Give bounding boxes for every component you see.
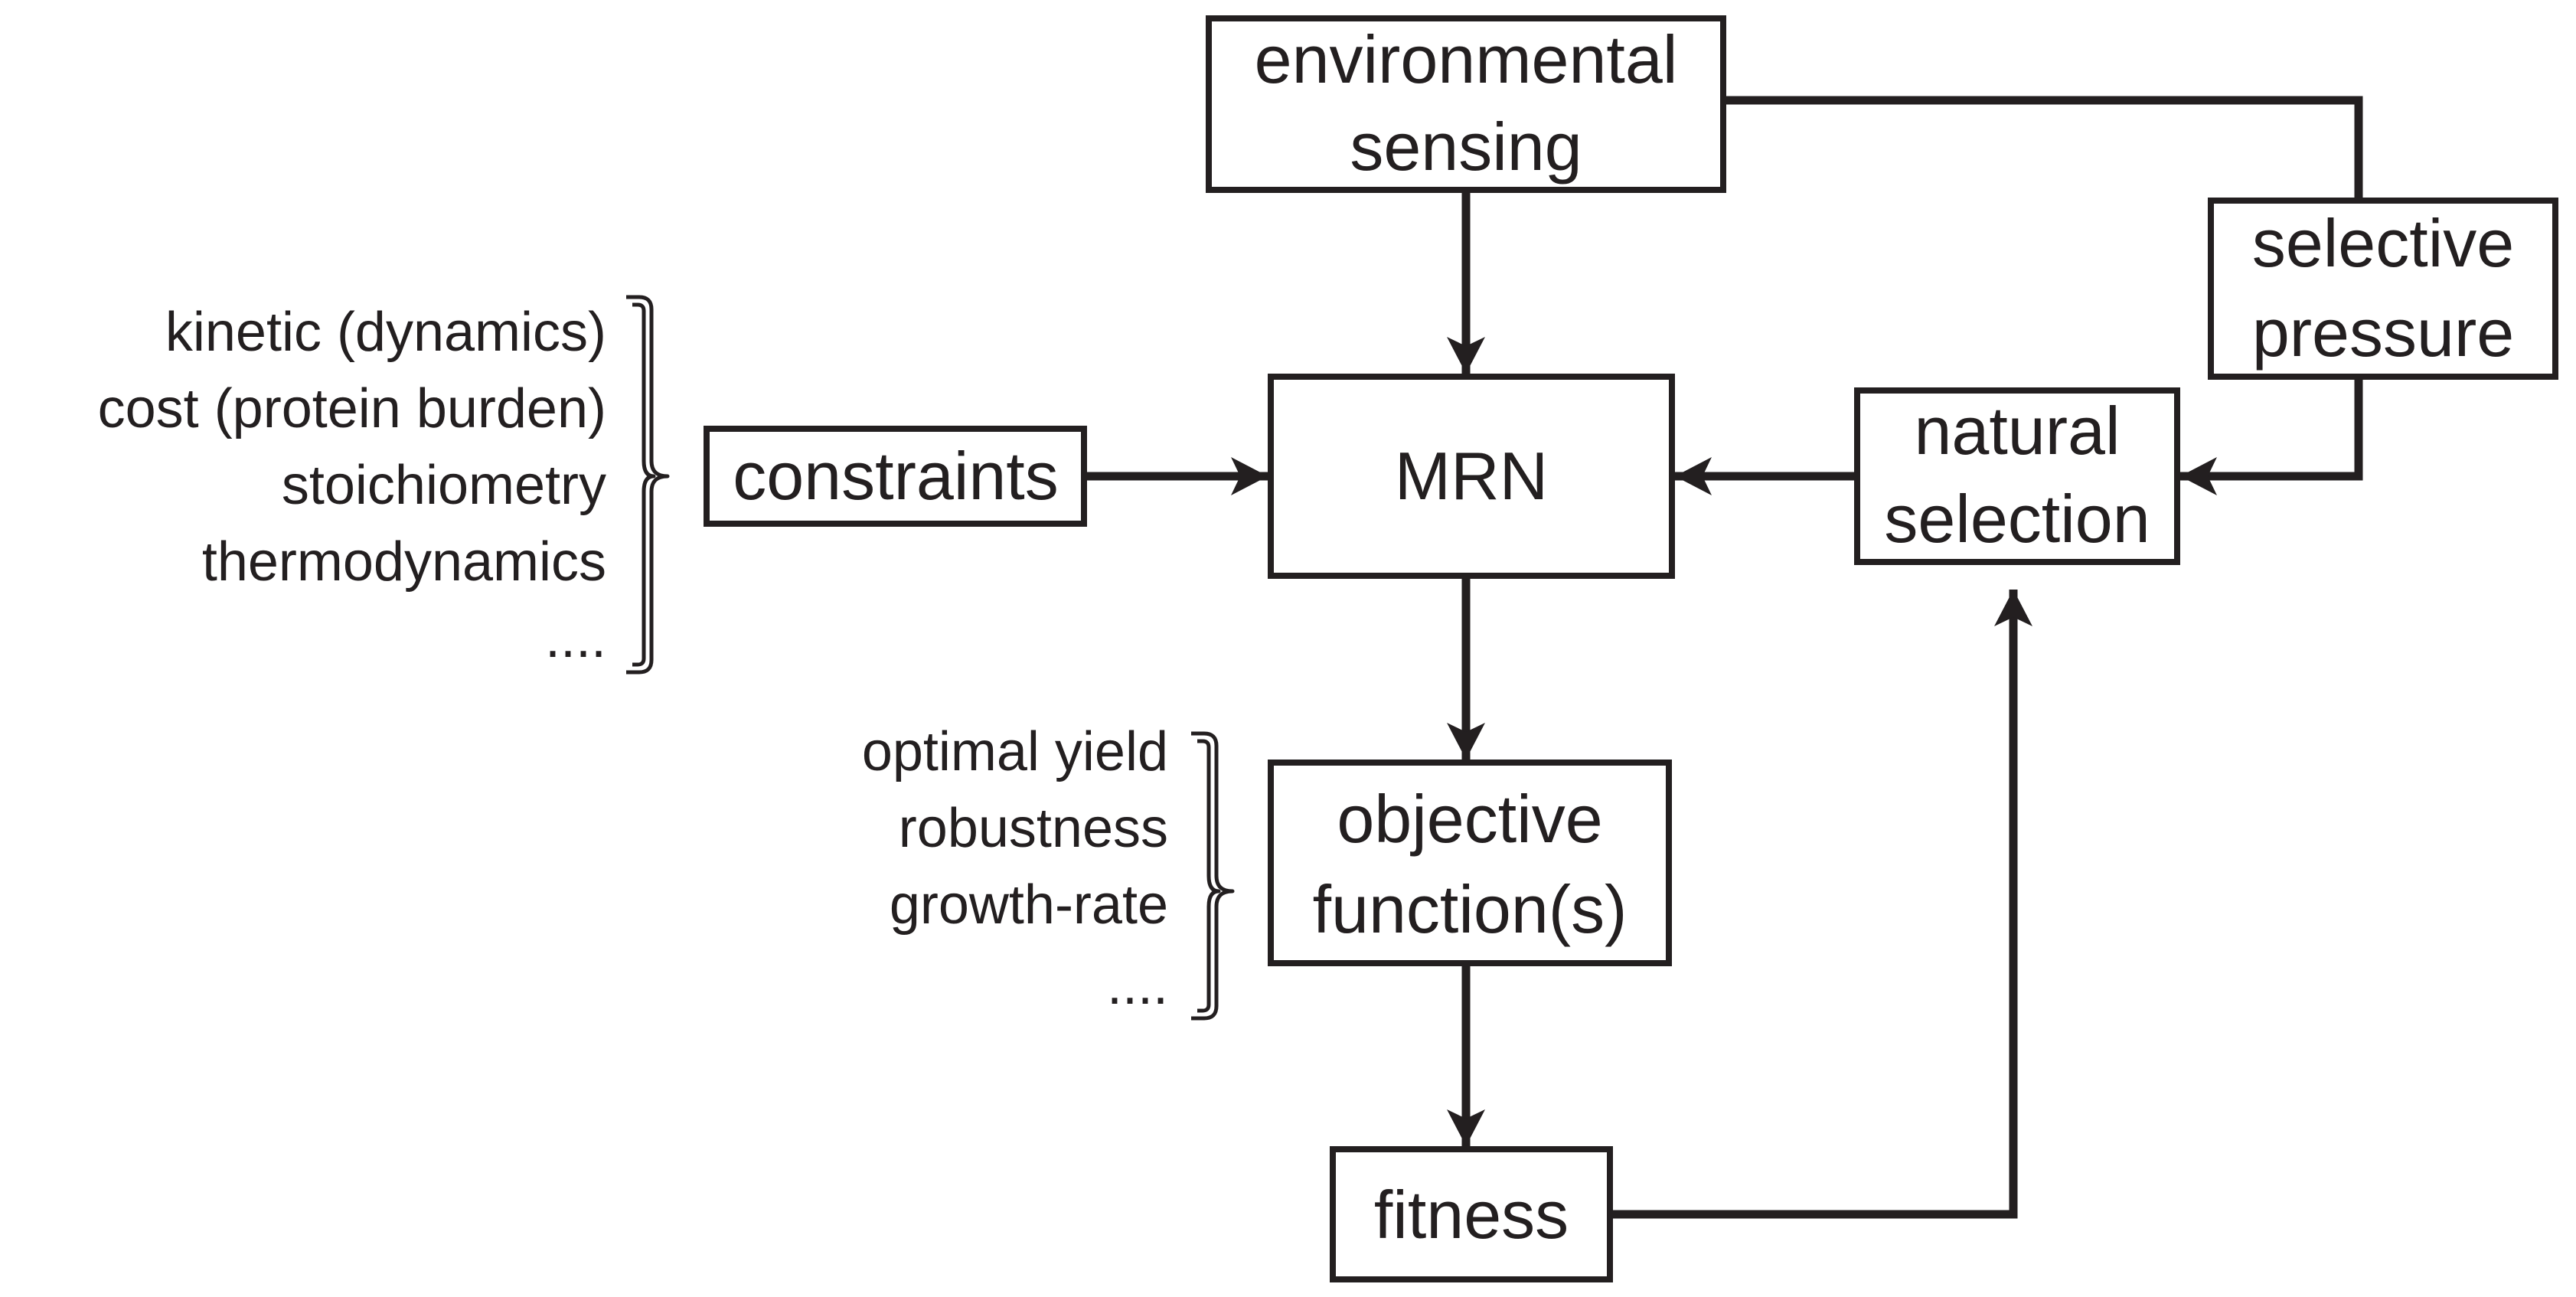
constraint-item: kinetic (dynamics) [165,302,606,363]
objective-list: optimal yield robustness growth-rate ...… [862,721,1168,1016]
node-label-line: fitness [1374,1177,1569,1253]
objective-item: optimal yield [862,721,1168,782]
edge-environmental-sensing-to-selective-pressure [1723,96,2363,201]
constraint-brace [626,295,670,675]
constraint-item: thermodynamics [202,531,606,593]
node-fitness: fitness [1330,1146,1613,1282]
constraint-item: .... [545,608,606,669]
node-mrn: MRN [1268,374,1675,579]
node-objective-functions: objective function(s) [1268,760,1672,966]
node-label-line: sensing [1350,109,1582,185]
objective-item: .... [1107,955,1168,1016]
constraint-item: cost (protein burden) [98,378,606,439]
constraint-list: kinetic (dynamics) cost (protein burden)… [98,302,606,669]
node-label-line: function(s) [1313,871,1628,947]
node-label-line: selective [2252,205,2514,281]
node-label-line: objective [1337,781,1602,857]
node-selective-pressure: selective pressure [2208,198,2558,380]
constraint-item: stoichiometry [282,455,606,516]
node-label-line: constraints [733,438,1059,514]
objective-item: growth-rate [890,874,1168,936]
edge-selective-pressure-to-natural-selection [2180,377,2363,495]
node-environmental-sensing: environmental sensing [1206,15,1726,193]
objective-brace [1191,731,1235,1021]
objective-item: robustness [899,798,1168,859]
node-label-line: pressure [2252,295,2514,371]
node-label-line: selection [1884,481,2150,557]
node-constraints: constraints [704,426,1087,527]
node-label-line: environmental [1255,21,1678,97]
node-label-line: natural [1914,393,2120,469]
node-label-line: MRN [1395,438,1548,514]
node-natural-selection: natural selection [1854,387,2180,565]
edge-fitness-to-natural-selection [1609,590,2032,1219]
